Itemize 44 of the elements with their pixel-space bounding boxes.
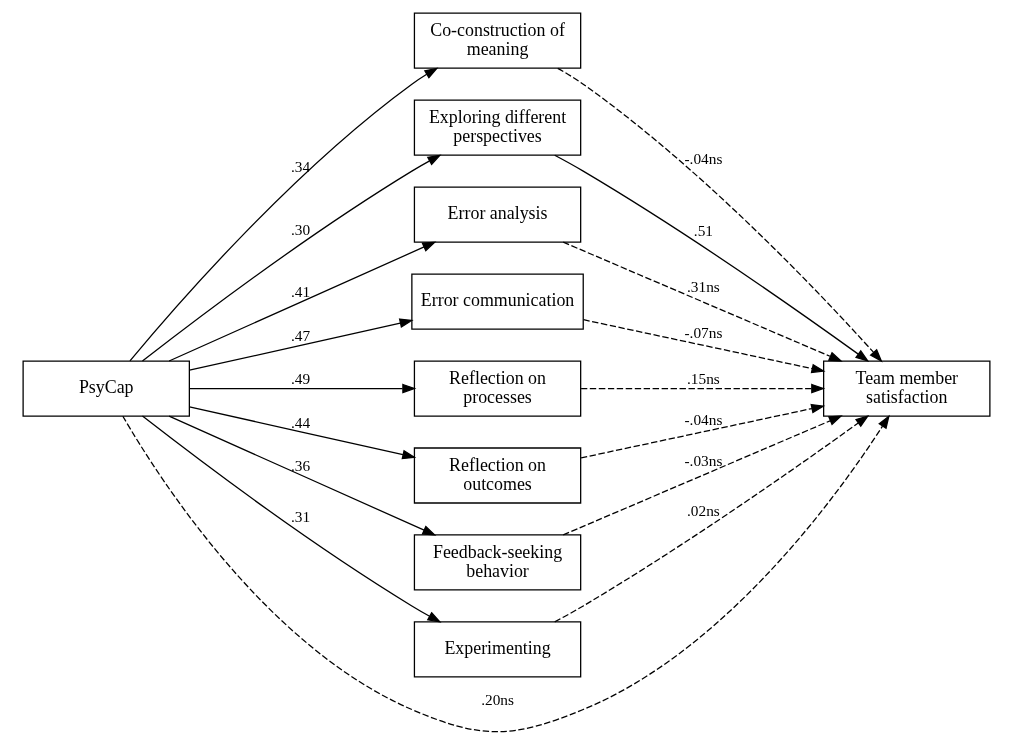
edge-label: .30	[291, 220, 311, 238]
edge-label: .15ns	[687, 370, 720, 388]
edge-label: -.03ns	[684, 452, 723, 470]
edge-label: .31	[291, 508, 311, 526]
arrow	[580, 383, 826, 394]
arrow	[188, 383, 417, 394]
edge-label: .31ns	[687, 278, 720, 296]
edge-label: .34	[291, 157, 311, 175]
node-box: Exploring different perspectives	[413, 99, 582, 156]
arrow	[168, 241, 437, 362]
node-box: Co-construction of meaning	[413, 12, 582, 69]
edge-label: .44	[291, 413, 311, 431]
edge-label: .47	[291, 326, 311, 344]
node-box: Error communication	[411, 273, 584, 330]
node-box: Reflection on outcomes	[413, 447, 582, 504]
arrow	[582, 319, 826, 374]
edge-label: .20ns	[481, 691, 514, 709]
edge-label: -.04ns	[684, 411, 723, 429]
node-box: Team member satisfaction	[823, 360, 991, 417]
edge-label: .36	[291, 457, 311, 475]
arrow	[188, 318, 414, 371]
arrow	[168, 415, 437, 536]
edge-label: .41	[291, 283, 311, 301]
arrow	[562, 415, 843, 536]
node-box: Feedback-seeking behavior	[413, 534, 582, 591]
edge-label: -.04ns	[684, 150, 723, 168]
node-box: Reflection on processes	[413, 360, 582, 417]
node-box: Experimenting	[413, 621, 582, 678]
arrow	[554, 154, 870, 363]
arrow	[141, 154, 442, 362]
arrow	[554, 415, 870, 623]
edge-label: -.07ns	[684, 324, 723, 342]
node-box: PsyCap	[22, 360, 190, 417]
arrow	[562, 241, 843, 362]
arrow	[188, 406, 417, 460]
edge-label: .51	[693, 221, 714, 239]
edge-label: .49	[291, 370, 311, 388]
arrow	[580, 403, 826, 459]
edge-label: .02ns	[687, 501, 720, 519]
arrow	[122, 414, 890, 733]
arrow	[141, 415, 442, 623]
node-box: Error analysis	[413, 186, 582, 243]
arrow	[129, 67, 439, 362]
arrow	[557, 67, 883, 363]
